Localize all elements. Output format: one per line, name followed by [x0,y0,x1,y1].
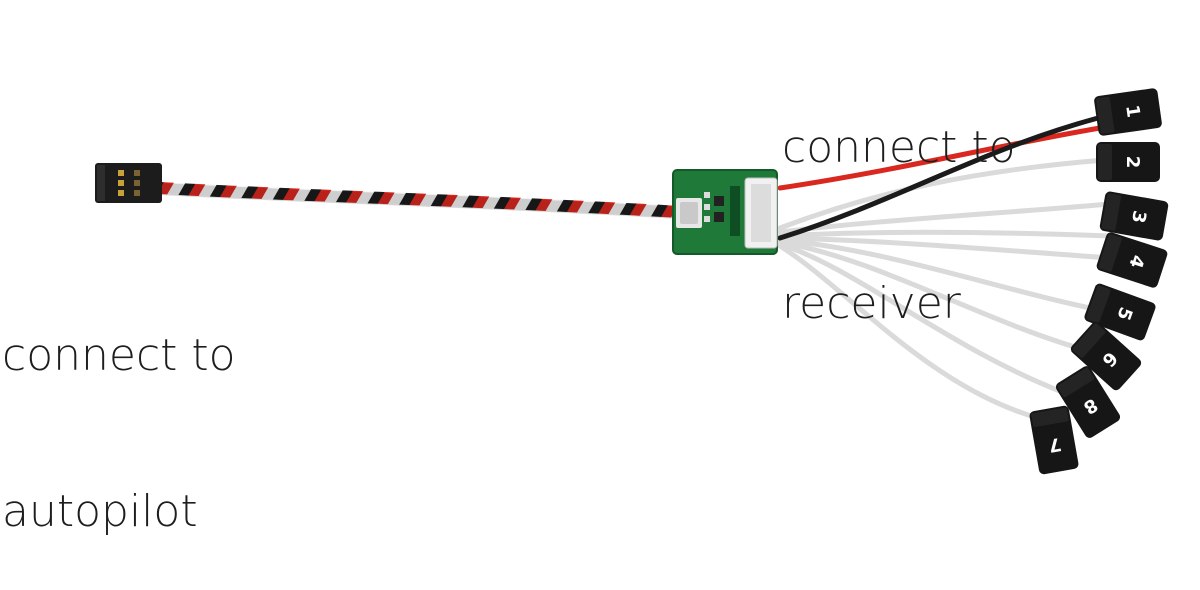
caption-connect-to-receiver: connect to receiver [782,18,1016,382]
cable-photo: 1 2 3 4 5 [95,88,1169,475]
connector-2: 2 [1096,142,1160,182]
adapter-board [668,169,778,256]
receiver-connectors: 1 2 3 4 5 [1029,88,1169,475]
twisted-cable [154,182,686,219]
autopilot-servo-plug [95,163,162,203]
connector-8: 8 [1055,366,1121,438]
connector-3-label: 3 [1127,209,1150,225]
connector-4-label: 4 [1124,252,1148,270]
connector-7: 7 [1029,405,1079,475]
receiver-wires [777,115,1113,423]
caption-connect-to-autopilot: connect to autopilot [2,226,236,590]
cable-illustration: 1 2 3 4 5 [95,88,1169,475]
caption-receiver-line-1: connect to [782,122,1016,173]
caption-autopilot-line-2: autopilot [2,486,198,537]
connector-1: 1 [1094,88,1162,136]
caption-receiver-line-2: receiver [782,278,961,329]
connector-7-label: 7 [1047,433,1063,456]
connector-4: 4 [1096,232,1168,288]
connector-2-label: 2 [1122,156,1143,169]
connector-1-label: 1 [1121,104,1144,119]
connector-3: 3 [1099,191,1169,241]
caption-autopilot-line-1: connect to [2,330,236,381]
connector-6: 6 [1070,321,1142,391]
